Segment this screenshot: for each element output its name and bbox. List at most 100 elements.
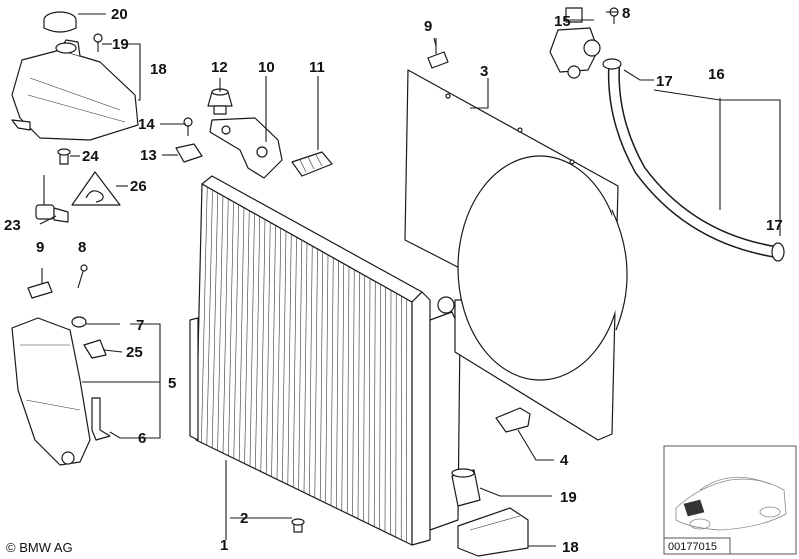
callout-12: 12 bbox=[211, 59, 228, 76]
vehicle-thumbnail: 00177015 bbox=[663, 445, 797, 555]
radiator-fin bbox=[260, 219, 266, 472]
radiator-fin bbox=[390, 290, 392, 535]
clip-9-top bbox=[427, 38, 449, 69]
radiator-fin bbox=[346, 266, 350, 514]
clip-nut-13 bbox=[175, 143, 203, 163]
screw-14 bbox=[183, 117, 193, 136]
bolt-2 bbox=[291, 518, 305, 533]
expansion-tank-cap bbox=[43, 11, 77, 33]
clip-6 bbox=[91, 397, 111, 441]
air-duct-5 bbox=[11, 317, 91, 466]
radiator-fin bbox=[206, 189, 213, 446]
bracket-25 bbox=[83, 339, 107, 359]
radiator-fin bbox=[282, 231, 287, 483]
radiator-fin bbox=[384, 287, 387, 532]
radiator-fin bbox=[309, 245, 313, 496]
fan-shroud-3 bbox=[404, 69, 628, 441]
radiator-fin bbox=[276, 228, 282, 480]
callout-23: 23 bbox=[4, 217, 21, 234]
screw-21 bbox=[93, 33, 103, 52]
radiator-fin bbox=[238, 207, 245, 462]
radiator-fin bbox=[303, 242, 308, 493]
callout-15: 15 bbox=[554, 13, 571, 30]
callout-16: 16 bbox=[708, 66, 725, 83]
callout-19: 19 bbox=[560, 489, 577, 506]
hose-16 bbox=[602, 58, 785, 262]
warning-label-26 bbox=[71, 171, 121, 206]
radiator-fin bbox=[228, 201, 234, 456]
callout-labels: 20 19 18 24 26 23 9 8 7 25 5 6 14 13 12 … bbox=[4, 5, 783, 556]
callout-22: 20 bbox=[111, 6, 128, 23]
callout-8-top: 8 bbox=[622, 5, 630, 22]
callout-13: 13 bbox=[140, 147, 157, 164]
callout-11: 11 bbox=[309, 59, 325, 76]
callout-6: 6 bbox=[138, 430, 146, 447]
radiator-fin bbox=[319, 251, 324, 501]
radiator-fin bbox=[287, 234, 292, 485]
callout-9-left: 9 bbox=[36, 239, 44, 256]
document-number-box bbox=[663, 537, 731, 555]
leader-lines bbox=[39, 11, 781, 547]
bracket-19 bbox=[451, 468, 481, 507]
callout-17-right: 17 bbox=[766, 217, 783, 234]
radiator-fin bbox=[265, 222, 271, 475]
callout-26: 26 bbox=[130, 178, 147, 195]
radiator-fin bbox=[330, 257, 334, 506]
radiator-fin bbox=[336, 260, 339, 509]
callout-18: 18 bbox=[562, 539, 579, 556]
radiator-fin bbox=[244, 210, 250, 464]
bolt-24 bbox=[57, 148, 71, 165]
radiator-fin bbox=[341, 263, 345, 511]
callout-5: 5 bbox=[168, 375, 176, 392]
radiator-fin bbox=[233, 204, 240, 459]
callout-14: 14 bbox=[138, 116, 155, 133]
radiator-fin bbox=[298, 240, 303, 490]
callout-7: 7 bbox=[136, 317, 144, 334]
radiator-1 bbox=[189, 175, 461, 546]
callout-3: 3 bbox=[480, 63, 488, 80]
callout-24: 24 bbox=[82, 148, 99, 165]
callout-9-top: 9 bbox=[424, 18, 432, 35]
expansion-tank bbox=[11, 39, 139, 141]
bracket-10 bbox=[209, 117, 283, 179]
radiator-fin bbox=[255, 216, 261, 469]
radiator-fin bbox=[379, 284, 381, 530]
radiator-fin bbox=[352, 269, 355, 517]
radiator-fin bbox=[217, 195, 224, 451]
valve-15 bbox=[549, 7, 601, 79]
car-highlight bbox=[683, 499, 705, 517]
radiator-fin bbox=[292, 237, 297, 488]
rubber-mount-12 bbox=[207, 88, 233, 115]
sensor-23 bbox=[35, 175, 69, 223]
holder-11 bbox=[291, 151, 333, 177]
radiator-fin bbox=[368, 278, 371, 525]
grommet-7 bbox=[71, 316, 87, 328]
callout-17-top: 17 bbox=[656, 73, 673, 90]
radiator-fin bbox=[271, 225, 276, 477]
bmw-copyright: © BMW AG bbox=[6, 540, 73, 555]
clip-9 bbox=[27, 268, 53, 299]
copyright-text: © BMW AG bbox=[6, 540, 73, 555]
radiator-fin bbox=[373, 281, 376, 527]
bracket-18 bbox=[457, 507, 529, 557]
callout-21: 19 bbox=[112, 36, 129, 53]
radiator-fin bbox=[201, 186, 208, 443]
radiator-fin bbox=[314, 248, 318, 498]
radiator-fin bbox=[249, 213, 255, 467]
callout-20: 18 bbox=[150, 61, 167, 78]
callout-8-left: 8 bbox=[78, 239, 86, 256]
radiator-fin bbox=[211, 192, 219, 448]
radiator-fin bbox=[357, 272, 360, 519]
callout-2: 2 bbox=[240, 510, 248, 527]
radiator-fin bbox=[325, 254, 329, 504]
radiator-fin bbox=[222, 198, 229, 454]
callout-4: 4 bbox=[560, 452, 569, 469]
radiator-fins bbox=[201, 186, 408, 543]
callout-25: 25 bbox=[126, 344, 143, 361]
car-outline bbox=[675, 478, 787, 531]
clip-4 bbox=[495, 407, 531, 433]
callout-10: 10 bbox=[258, 59, 275, 76]
radiator-fin bbox=[363, 275, 366, 522]
callout-1: 1 bbox=[220, 537, 228, 554]
